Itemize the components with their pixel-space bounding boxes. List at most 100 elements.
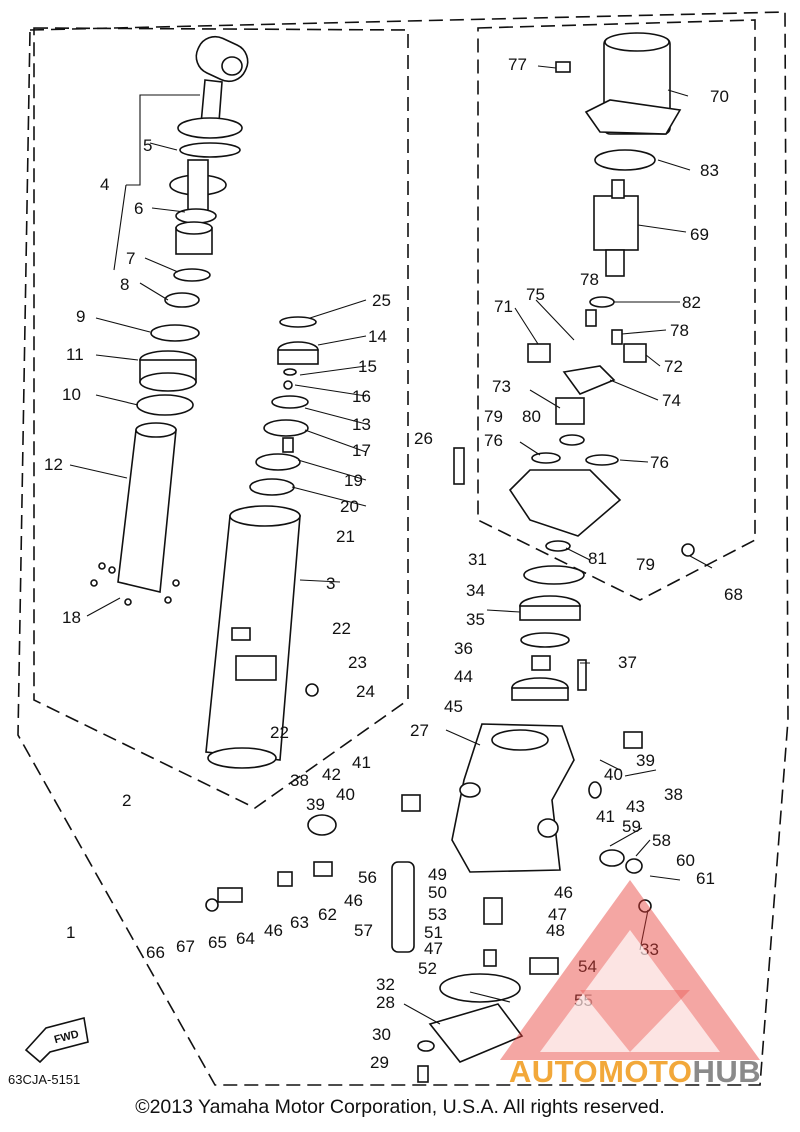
callout-78a: 78 (580, 270, 599, 289)
callout-67: 67 (176, 937, 195, 956)
callout-59: 59 (622, 817, 641, 836)
callout-81: 81 (588, 549, 607, 568)
callout-47a: 47 (424, 939, 443, 958)
callout-44: 44 (454, 667, 473, 686)
callout-46b: 46 (344, 891, 363, 910)
callout-26: 26 (414, 429, 433, 448)
callout-17: 17 (352, 441, 371, 460)
callout-40a: 40 (336, 785, 355, 804)
callout-77: 77 (508, 55, 527, 74)
callout-27: 27 (410, 721, 429, 740)
callout-41b: 41 (596, 807, 615, 826)
callout-63: 63 (290, 913, 309, 932)
callout-73: 73 (492, 377, 511, 396)
callout-71: 71 (494, 297, 513, 316)
callout-5: 5 (143, 136, 152, 155)
callout-39b: 39 (636, 751, 655, 770)
watermark: AUTOMOTOHUB (470, 870, 800, 1090)
callout-75: 75 (526, 285, 545, 304)
callout-56: 56 (358, 868, 377, 887)
callout-64: 64 (236, 929, 255, 948)
callout-70: 70 (710, 87, 729, 106)
callout-35: 35 (466, 610, 485, 629)
callout-50: 50 (428, 883, 447, 902)
callout-13: 13 (352, 415, 371, 434)
callout-29: 29 (370, 1053, 389, 1072)
motor-parts (508, 32, 695, 557)
callout-24: 24 (356, 682, 375, 701)
callout-76b: 76 (650, 453, 669, 472)
callout-49: 49 (428, 865, 447, 884)
callout-25: 25 (372, 291, 391, 310)
callout-79a: 79 (484, 407, 503, 426)
callout-58: 58 (652, 831, 671, 850)
callout-14: 14 (368, 327, 387, 346)
tilt-rod-part (164, 35, 249, 308)
callout-47b: 47 (548, 905, 567, 924)
fwd-arrow-icon: FWD (24, 1017, 89, 1064)
callout-51: 51 (424, 923, 443, 942)
callout-57: 57 (354, 921, 373, 940)
callout-9: 9 (76, 307, 85, 326)
callout-21: 21 (336, 527, 355, 546)
assembly-2-boundary (33, 27, 409, 809)
callout-65: 65 (208, 933, 227, 952)
assembly-68-boundary (477, 19, 756, 601)
callout-72: 72 (664, 357, 683, 376)
callout-38a: 38 (290, 771, 309, 790)
watermark-text: AUTOMOTOHUB (470, 1054, 800, 1090)
piston-parts (249, 316, 319, 496)
callout-76a: 76 (484, 431, 503, 450)
callout-22b: 22 (270, 723, 289, 742)
callout-80: 80 (522, 407, 541, 426)
leader-lines (69, 65, 713, 1025)
callout-23: 23 (348, 653, 367, 672)
callout-45: 45 (444, 697, 463, 716)
callout-2: 2 (122, 791, 131, 810)
watermark-auto: AUTOMOTO (508, 1054, 693, 1089)
callout-41a: 41 (352, 753, 371, 772)
screw-parts (453, 61, 587, 691)
callout-38b: 38 (664, 785, 683, 804)
callout-46c: 46 (554, 883, 573, 902)
callout-40b: 40 (604, 765, 623, 784)
callout-28: 28 (376, 993, 395, 1012)
callout-32: 32 (376, 975, 395, 994)
callout-36: 36 (454, 639, 473, 658)
callout-11: 11 (66, 345, 84, 364)
callout-48: 48 (546, 921, 565, 940)
callout-78b: 78 (670, 321, 689, 340)
lower-cylinder-part (205, 505, 319, 769)
callout-16: 16 (352, 387, 371, 406)
callout-79b: 79 (636, 555, 655, 574)
copyright-notice: ©2013 Yamaha Motor Corporation, U.S.A. A… (135, 1096, 665, 1118)
callout-66: 66 (146, 943, 165, 962)
callout-62: 62 (318, 905, 337, 924)
callout-1: 1 (66, 923, 75, 942)
callout-8: 8 (120, 275, 129, 294)
callout-30: 30 (372, 1025, 391, 1044)
callout-83: 83 (700, 161, 719, 180)
diagram-code: 63CJA-5151 (8, 1072, 81, 1087)
callout-61: 61 (696, 869, 715, 888)
callout-53: 53 (428, 905, 447, 924)
callout-74: 74 (662, 391, 681, 410)
callout-19: 19 (344, 471, 363, 490)
callout-54: 54 (578, 957, 597, 976)
rings-and-seals-part (136, 324, 200, 416)
watermark-hub: HUB (692, 1054, 762, 1089)
callout-4: 4 (100, 175, 109, 194)
assembly-1-boundary (17, 11, 789, 1086)
callout-3: 3 (326, 574, 335, 593)
callout-12: 12 (44, 455, 63, 474)
callout-10: 10 (62, 385, 81, 404)
callout-6: 6 (134, 199, 143, 218)
cylinder-tube-part (90, 422, 180, 606)
callout-labels: 1 2 3 4 5 6 7 8 9 10 11 12 13 14 15 16 1… (44, 55, 743, 1072)
callout-22a: 22 (332, 619, 351, 638)
callout-7: 7 (126, 249, 135, 268)
callout-37: 37 (618, 653, 637, 672)
callout-60: 60 (676, 851, 695, 870)
callout-82: 82 (682, 293, 701, 312)
